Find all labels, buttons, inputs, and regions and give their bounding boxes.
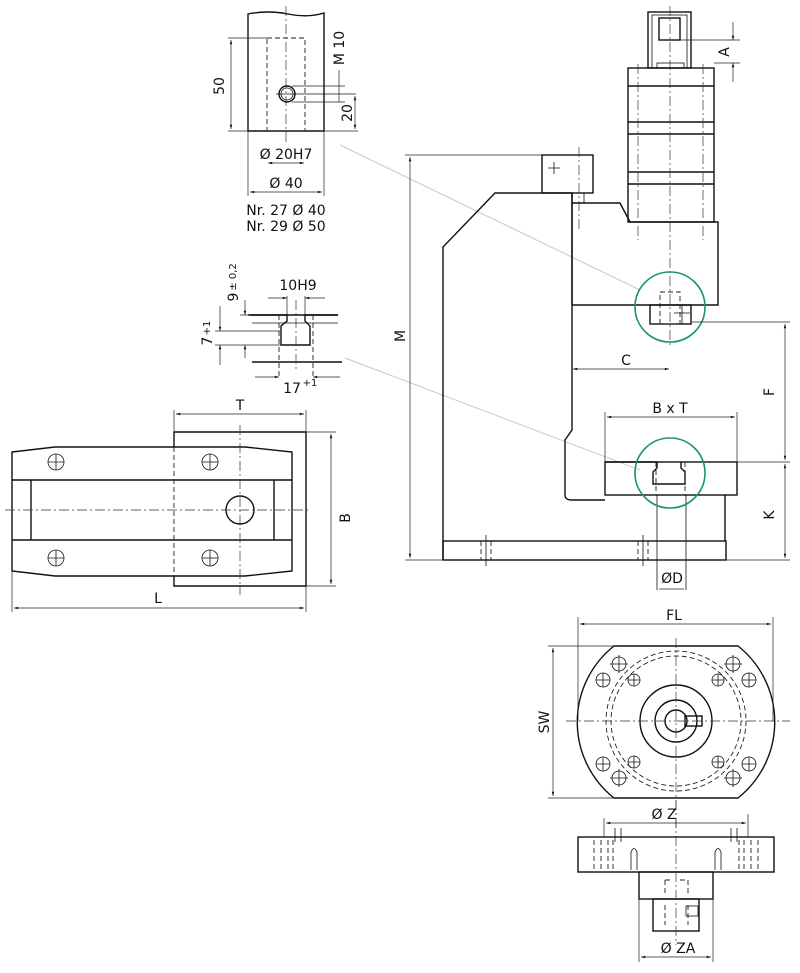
label-l: L: [154, 591, 162, 607]
label-za: Ø ZA: [661, 941, 696, 957]
highlight-ram-tip: [634, 271, 706, 343]
frame-outline: [442, 192, 605, 560]
label-sw: SW: [537, 710, 553, 733]
label-7: 7: [200, 337, 216, 346]
label-m10: M 10: [332, 31, 348, 65]
label-f: F: [762, 388, 778, 396]
label-17-tolerance: +1: [303, 378, 318, 389]
mounting-holes: [47, 453, 219, 567]
handle-block: [541, 154, 594, 194]
top-view-frame: [11, 446, 293, 577]
variant-29: Nr. 29 Ø 50: [246, 219, 325, 235]
label-bore: Ø 20H7: [260, 147, 313, 163]
top-view-table: [173, 431, 307, 587]
ram-housing: [572, 202, 719, 306]
label-9: 9: [226, 293, 242, 302]
cylinder-body: [627, 67, 715, 223]
leader-tslot-to-table: [344, 357, 641, 471]
table: [604, 461, 738, 496]
label-a: A: [717, 47, 733, 57]
variant-27: Nr. 27 Ø 40: [246, 203, 325, 219]
label-k: K: [762, 510, 778, 520]
leader-shank-to-ram: [339, 144, 641, 291]
label-m: M: [393, 330, 409, 342]
detail-shank: 50 M 10 20 Ø 20H7 Ø 40 Nr. 27 Ø 40 Nr. 2…: [212, 6, 358, 235]
top-view-bore: [225, 495, 255, 525]
side-view: A M C B x T F K: [393, 6, 790, 590]
flange-view: FL SW: [537, 608, 790, 830]
label-17: 17: [283, 381, 301, 397]
leader-lines: [339, 144, 641, 471]
label-20: 20: [340, 104, 356, 122]
label-b: B: [338, 513, 354, 523]
label-bxt: B x T: [652, 401, 688, 417]
label-d: ØD: [661, 571, 683, 587]
label-7-tolerance: +1: [202, 321, 213, 336]
flange-outline: [576, 645, 776, 799]
label-9-tolerance: ± 0,2: [228, 263, 239, 290]
shank-outline: [247, 11, 325, 132]
ram-tip: [649, 304, 692, 325]
label-z: Ø Z: [651, 807, 676, 823]
label-fl: FL: [666, 608, 682, 624]
flange-bolt-holes: [595, 655, 757, 787]
tslot-profile: [250, 314, 338, 346]
label-10h9: 10H9: [279, 278, 316, 294]
label-t: T: [235, 398, 245, 414]
detail-tslot: 10H9 9 ± 0,2 7 +1 17 +1: [200, 263, 342, 397]
top-view: T B L: [5, 398, 354, 612]
flange-section: Ø Z Ø ZA: [577, 800, 775, 962]
label-diameter: Ø 40: [269, 176, 302, 192]
label-50: 50: [212, 77, 228, 95]
base-plate: [442, 540, 727, 561]
label-c: C: [621, 353, 631, 369]
highlight-tslot: [634, 437, 706, 509]
